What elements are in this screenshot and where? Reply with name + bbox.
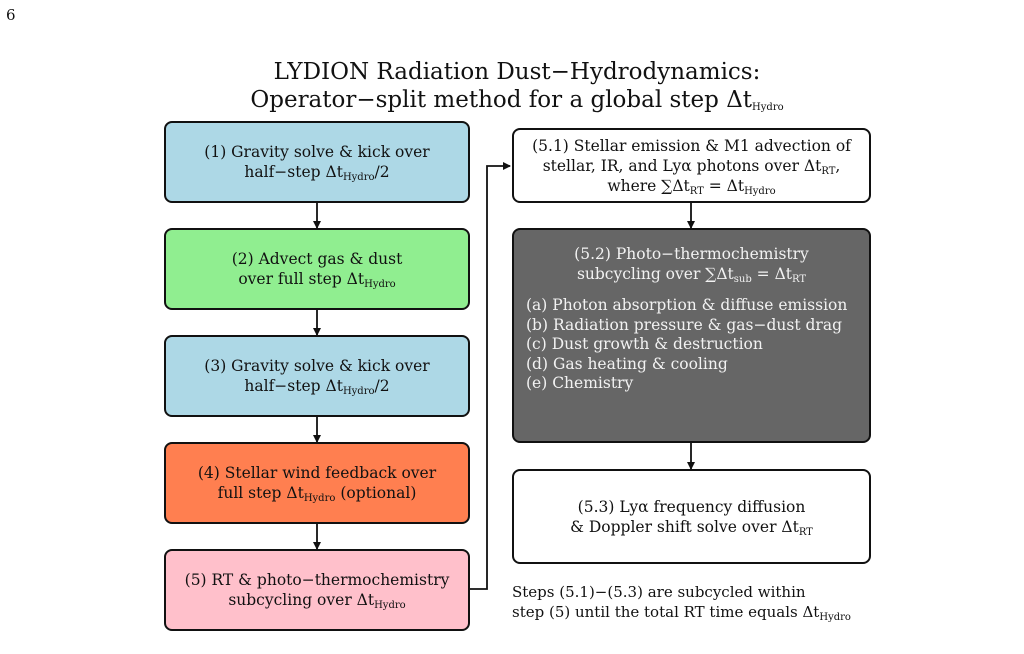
step-3-gravity-kick: (3) Gravity solve & kick over half−step … (164, 335, 470, 417)
diagram-title: LYDION Radiation Dust−Hydrodynamics: Ope… (0, 58, 1024, 114)
step-2-advect: (2) Advect gas & dust over full step ΔtH… (164, 228, 470, 310)
step-1-gravity-kick: (1) Gravity solve & kick over half−step … (164, 121, 470, 203)
step-5-rt-subcycling: (5) RT & photo−thermochemistry subcyclin… (164, 549, 470, 631)
substep-b: (b) Radiation pressure & gas−dust drag (526, 315, 843, 334)
substep-c: (c) Dust growth & destruction (526, 335, 763, 353)
page-number: 6 (6, 6, 16, 24)
title-line-2: Operator−split method for a global step … (250, 87, 784, 113)
substep-list: (a) Photon absorption & diffuse emission… (514, 296, 847, 394)
substep-d: (d) Gas heating & cooling (526, 354, 728, 373)
substep-e: (e) Chemistry (526, 374, 634, 392)
title-line-1: LYDION Radiation Dust−Hydrodynamics: (273, 59, 761, 85)
subcycle-note: Steps (5.1)−(5.3) are subcycled within s… (512, 583, 851, 623)
arrow-5-51 (469, 162, 511, 590)
step-5-1-stellar-emission: (5.1) Stellar emission & M1 advection of… (512, 128, 871, 203)
step-5-2-photo-thermochemistry: (5.2) Photo−thermochemistry subcycling o… (512, 228, 871, 443)
step-5-3-lya-diffusion: (5.3) Lyα frequency diffusion & Doppler … (512, 469, 871, 564)
substep-a: (a) Photon absorption & diffuse emission (526, 296, 848, 314)
step-4-stellar-wind: (4) Stellar wind feedback over full step… (164, 442, 470, 524)
